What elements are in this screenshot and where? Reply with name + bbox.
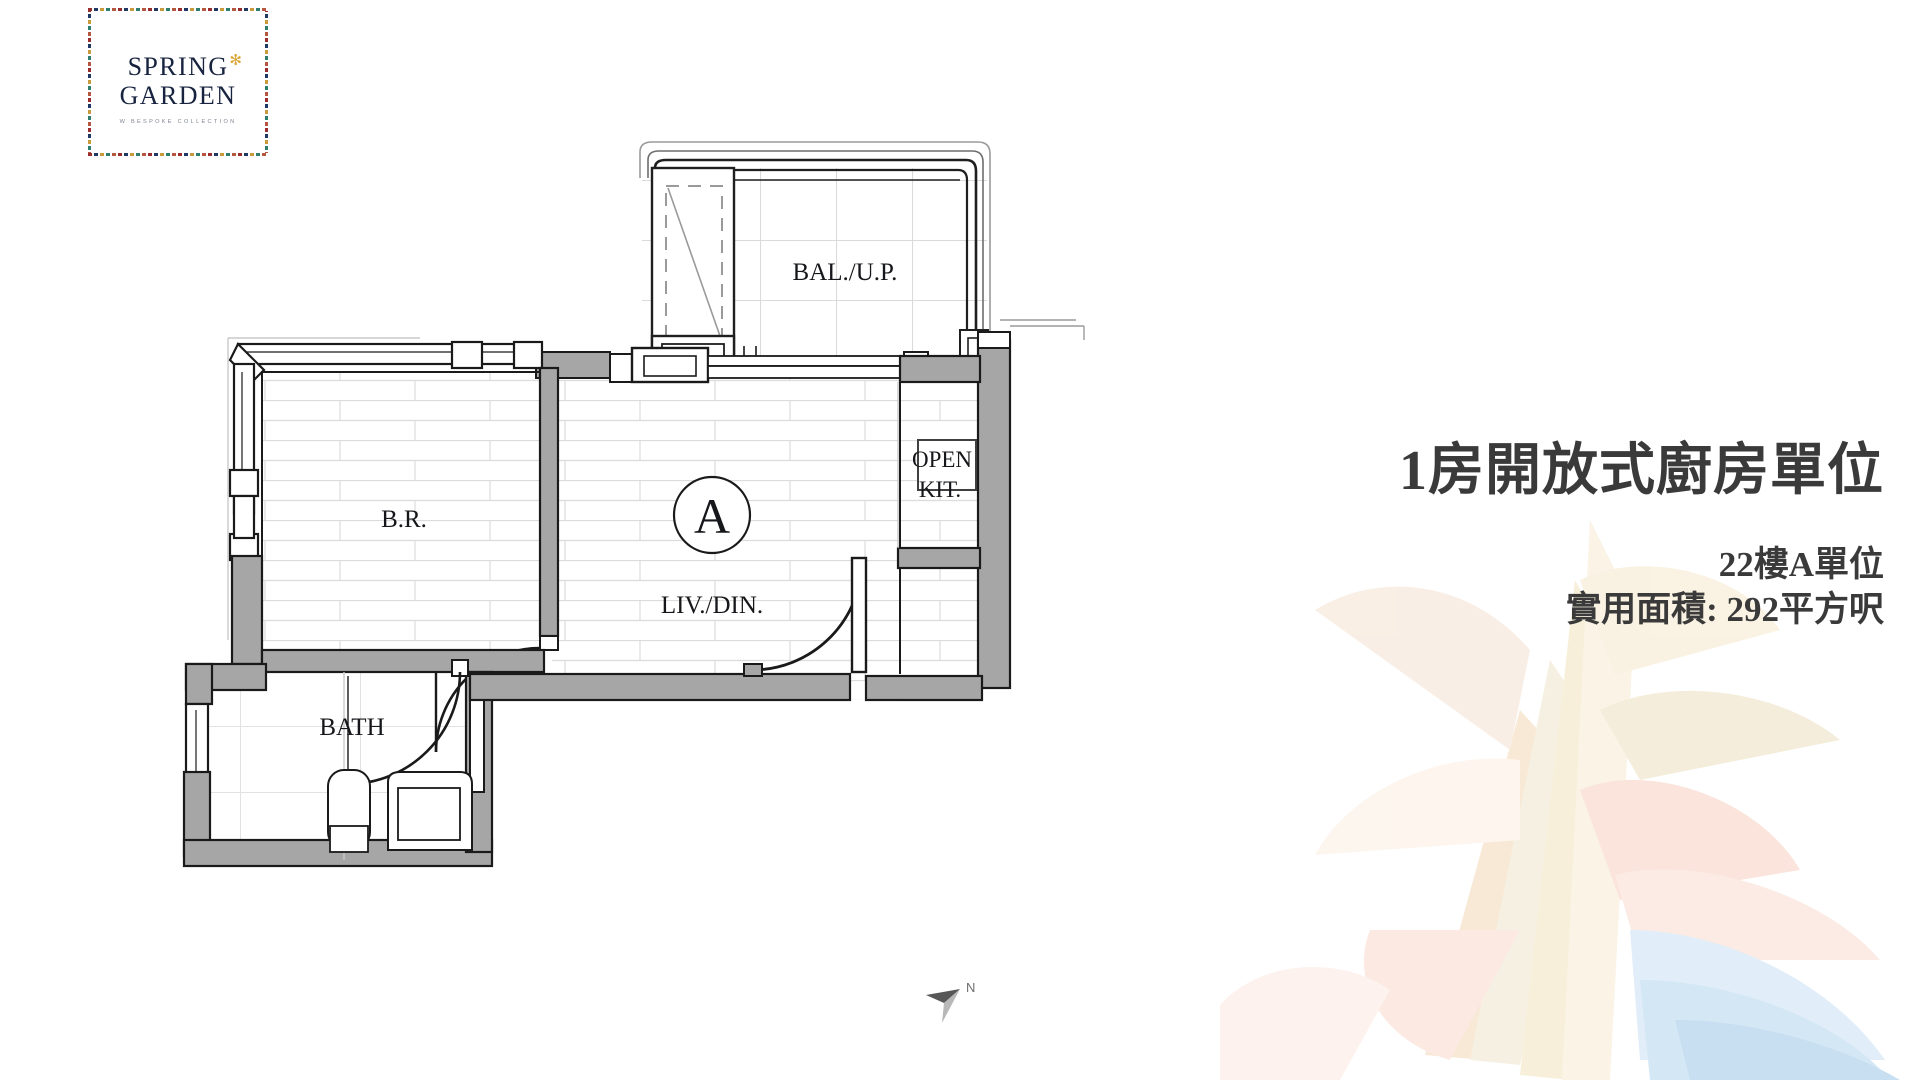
flower-icon: ✻ <box>229 53 242 69</box>
room-label-bedroom: B.R. <box>381 506 427 533</box>
unit-badge-letter: A <box>694 488 730 544</box>
logo-border-right <box>265 8 268 156</box>
room-label-kitchen-line1: OPEN <box>912 447 972 472</box>
north-arrow-icon: N <box>926 980 975 1023</box>
unit-floor-label: 22樓A單位 <box>1718 544 1884 584</box>
room-label-kitchen-line2: KIT. <box>919 477 961 502</box>
logo-wordmark-spring: SPRING <box>127 51 229 81</box>
logo-border-left <box>88 8 91 156</box>
logo-tagline: W BESPOKE COLLECTION <box>119 118 237 125</box>
page-title: 1房開放式廚房單位 <box>1399 440 1884 502</box>
room-label-bath: BATH <box>319 714 384 741</box>
logo-inner: SPRING GARDEN ✻ W BESPOKE COLLECTION <box>98 18 258 146</box>
unit-info-panel: 1房開放式廚房單位 22樓A單位 實用面積: 292平方呎 <box>1194 440 1884 632</box>
compass-north-label: N <box>966 980 975 995</box>
logo-wordmark-garden: GARDEN <box>119 80 237 110</box>
room-label-living: LIV./DIN. <box>661 592 763 619</box>
unit-area-label: 實用面積: 292平方呎 <box>1566 589 1884 629</box>
unit-badge-circle <box>672 475 752 555</box>
brand-logo: SPRING GARDEN ✻ W BESPOKE COLLECTION <box>88 8 268 156</box>
floorplan: A BAL./U.P. B.R. LIV./DIN. OPEN KIT. BAT… <box>182 141 1085 868</box>
room-label-balcony: BAL./U.P. <box>793 259 898 286</box>
logo-border-bottom <box>88 153 268 156</box>
logo-border-top <box>88 8 268 11</box>
